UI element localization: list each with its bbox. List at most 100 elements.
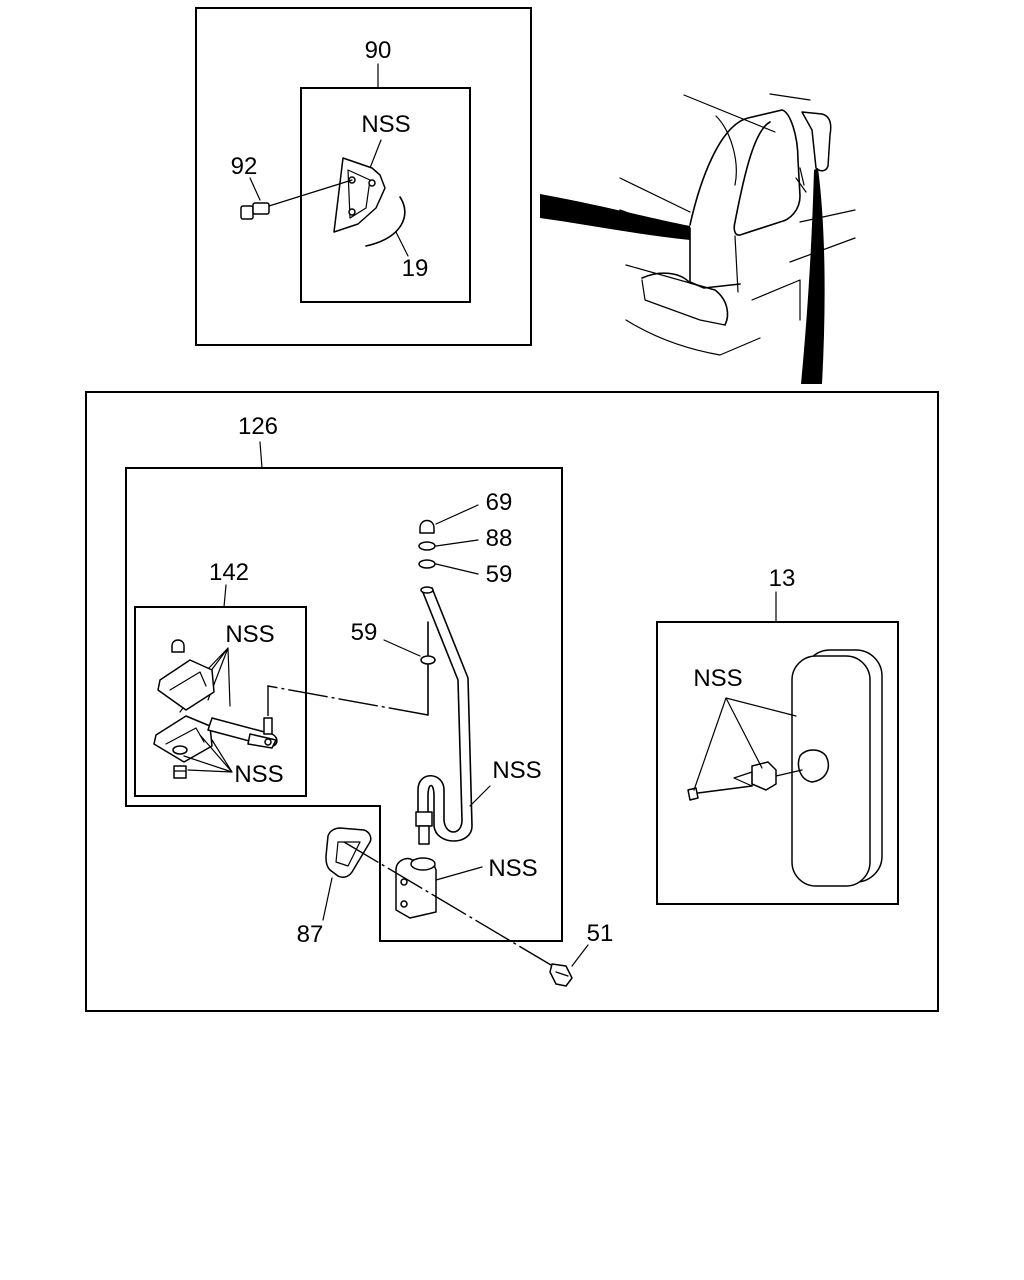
panel-90: 90 NSS 19 92 bbox=[195, 7, 532, 346]
washer-88 bbox=[418, 541, 436, 551]
leader-126 bbox=[259, 441, 263, 469]
bolt-142-head bbox=[173, 765, 187, 779]
mirror-pivot-mount bbox=[797, 749, 830, 783]
cab-body-line-1 bbox=[799, 209, 856, 223]
callout-126: 126 bbox=[238, 413, 278, 440]
assembly-13-box bbox=[656, 621, 899, 905]
callout-90: 90 bbox=[365, 37, 392, 64]
cab-pillar-inner bbox=[715, 115, 737, 186]
washer-59-top bbox=[418, 559, 436, 569]
callout-142: 142 bbox=[209, 559, 249, 586]
leader-87 bbox=[322, 877, 333, 921]
arm-end-hole bbox=[264, 738, 272, 746]
nss-label-90: NSS bbox=[361, 111, 410, 138]
bracket-lower-142 bbox=[153, 715, 213, 763]
bolt-51 bbox=[549, 963, 573, 987]
leader-59-top bbox=[435, 563, 479, 575]
mirror-stay-rod-outer bbox=[417, 589, 463, 833]
leader-142 bbox=[223, 584, 227, 608]
leader-51 bbox=[571, 944, 589, 967]
nss-label-142-top: NSS bbox=[225, 621, 274, 648]
leader-59-lower bbox=[383, 639, 421, 657]
callout-59-lower: 59 bbox=[351, 619, 378, 646]
cab-door-lower bbox=[689, 227, 741, 289]
rod-bottom-pin bbox=[415, 811, 433, 827]
cab-body-line-3 bbox=[751, 279, 801, 321]
assembly-90-box bbox=[300, 87, 471, 303]
base-bracket-hole-1 bbox=[400, 878, 408, 886]
bolt-51-axis bbox=[343, 841, 557, 969]
rod-top-end bbox=[420, 586, 434, 594]
panel-main: 126 69 88 59 NSS 59 142 NSS bbox=[85, 391, 939, 1012]
washer-59-lower bbox=[420, 655, 436, 665]
cab-hood-line-1 bbox=[619, 177, 691, 213]
cab-door-edge bbox=[734, 235, 739, 293]
panel-main-frame bbox=[85, 391, 939, 1012]
mirror-bracket-plate bbox=[333, 157, 386, 233]
mirror-ball-joint bbox=[751, 761, 777, 791]
callout-51: 51 bbox=[587, 920, 614, 947]
cab-mirror-stem bbox=[795, 167, 807, 193]
mirror-joint-clip bbox=[733, 771, 753, 787]
bolt-92-shank bbox=[252, 202, 270, 215]
base-bracket-bore bbox=[410, 857, 436, 871]
bolt-92-head bbox=[240, 205, 254, 220]
assembly-126-box bbox=[125, 467, 563, 942]
bracket-cutout bbox=[347, 169, 371, 219]
bracket-hole-2 bbox=[368, 179, 376, 187]
cab-mirror-bracket bbox=[801, 111, 832, 172]
leaders-nss-142-bottom bbox=[183, 734, 233, 773]
panel-90-frame bbox=[195, 7, 532, 346]
cab-window-frame bbox=[689, 109, 801, 236]
nss-label-base: NSS bbox=[488, 855, 537, 882]
bolt-51-detail bbox=[555, 971, 569, 977]
mirror-stay-rod-inner bbox=[427, 587, 473, 842]
mirror-joint-axis bbox=[775, 769, 803, 777]
callout-87: 87 bbox=[297, 921, 324, 948]
bolt-92-axis bbox=[268, 179, 353, 207]
cab-roof-line-1 bbox=[683, 94, 776, 133]
gasket-87-inner bbox=[335, 841, 361, 867]
cap-nut-142 bbox=[171, 639, 185, 653]
leader-nss-rod bbox=[469, 785, 491, 807]
assembly-142-box bbox=[134, 606, 307, 797]
cab-bumper-bottom bbox=[625, 319, 761, 356]
cap-nut-69 bbox=[419, 519, 435, 534]
rod-bottom-shaft bbox=[418, 825, 430, 845]
mirror-screw-shank bbox=[697, 785, 753, 794]
washer-142 bbox=[172, 745, 188, 755]
bracket-hole-3 bbox=[348, 208, 356, 216]
nss-label-142-bottom: NSS bbox=[234, 761, 283, 788]
callout-59-top: 59 bbox=[486, 561, 513, 588]
gasket-87 bbox=[325, 827, 372, 878]
seal-19 bbox=[365, 196, 406, 247]
cab-fender-arch bbox=[641, 272, 729, 326]
cab-bumper-top bbox=[641, 279, 726, 326]
nss-label-rod: NSS bbox=[492, 757, 541, 784]
base-bracket-hole-2 bbox=[400, 900, 408, 908]
bracket-upper-detail bbox=[169, 671, 207, 691]
arm-pin bbox=[263, 717, 273, 735]
location-swoosh-down bbox=[801, 168, 825, 384]
leader-nss-90 bbox=[369, 139, 382, 169]
location-swoosh-left bbox=[540, 194, 690, 240]
nss-label-mirror: NSS bbox=[693, 665, 742, 692]
leader-88 bbox=[435, 539, 479, 547]
leader-69 bbox=[435, 504, 479, 525]
callout-92: 92 bbox=[231, 153, 258, 180]
mirror-head-front bbox=[791, 655, 871, 887]
cab-top-line bbox=[769, 93, 811, 101]
leaders-nss-mirror bbox=[693, 697, 797, 791]
cab-location-view bbox=[540, 93, 856, 384]
callout-88: 88 bbox=[486, 525, 513, 552]
arm-axis-line bbox=[267, 685, 429, 716]
callout-13: 13 bbox=[769, 565, 796, 592]
leader-19 bbox=[395, 231, 409, 257]
callout-69: 69 bbox=[486, 489, 513, 516]
callout-19: 19 bbox=[402, 255, 429, 282]
leader-nss-base bbox=[435, 866, 483, 881]
mirror-screw-head bbox=[687, 787, 699, 801]
leader-92 bbox=[249, 177, 261, 201]
